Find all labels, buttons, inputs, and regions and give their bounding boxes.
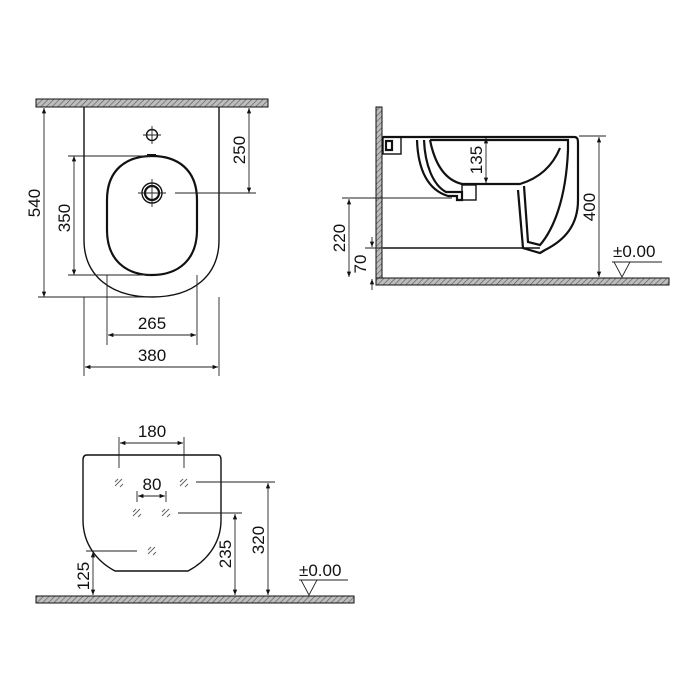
dim-bowl-width: 265 <box>138 314 166 333</box>
floor-hatch <box>35 595 355 604</box>
dim-tap-to-drain: 250 <box>230 136 249 164</box>
top-view: 540 350 250 265 380 <box>25 98 269 376</box>
dim-fixing-spacing-upper: 180 <box>138 422 166 441</box>
dim-fixing-spacing-middle: 80 <box>143 475 162 494</box>
dim-waste-height: 125 <box>74 562 93 590</box>
floor-level-marker-icon <box>299 579 348 596</box>
wall-hatch <box>375 106 383 286</box>
bidet-outline-rear <box>82 454 222 572</box>
dim-base-clearance: 70 <box>351 255 370 274</box>
dim-rim-height: 400 <box>580 193 599 221</box>
dim-upper-fixing-height: 320 <box>249 526 268 554</box>
floor-level-label: ±0.00 <box>299 561 341 580</box>
fixing-point-icon <box>114 478 189 556</box>
bidet-profile-side <box>382 135 580 255</box>
side-view: 135 400 220 70 ±0.00 <box>330 106 670 290</box>
wall-hatch <box>35 98 269 108</box>
dim-bowl-depth: 350 <box>55 204 74 232</box>
dim-overall-width: 380 <box>138 346 166 365</box>
bidet-outline-top <box>83 107 220 298</box>
floor-level-label: ±0.00 <box>613 242 655 261</box>
dim-bowl-depth-side: 135 <box>467 146 486 174</box>
dim-overall-depth: 540 <box>25 189 44 217</box>
floor-level-marker-icon <box>612 261 662 278</box>
dim-middle-fixing-height: 235 <box>216 540 235 568</box>
bowl-outline-top <box>105 154 199 277</box>
rear-view: 180 80 320 235 125 ±0.00 <box>35 422 355 604</box>
floor-hatch <box>375 277 670 286</box>
drain-icon <box>138 179 166 207</box>
dim-drain-height: 220 <box>330 224 349 252</box>
tap-hole-icon <box>143 126 161 144</box>
